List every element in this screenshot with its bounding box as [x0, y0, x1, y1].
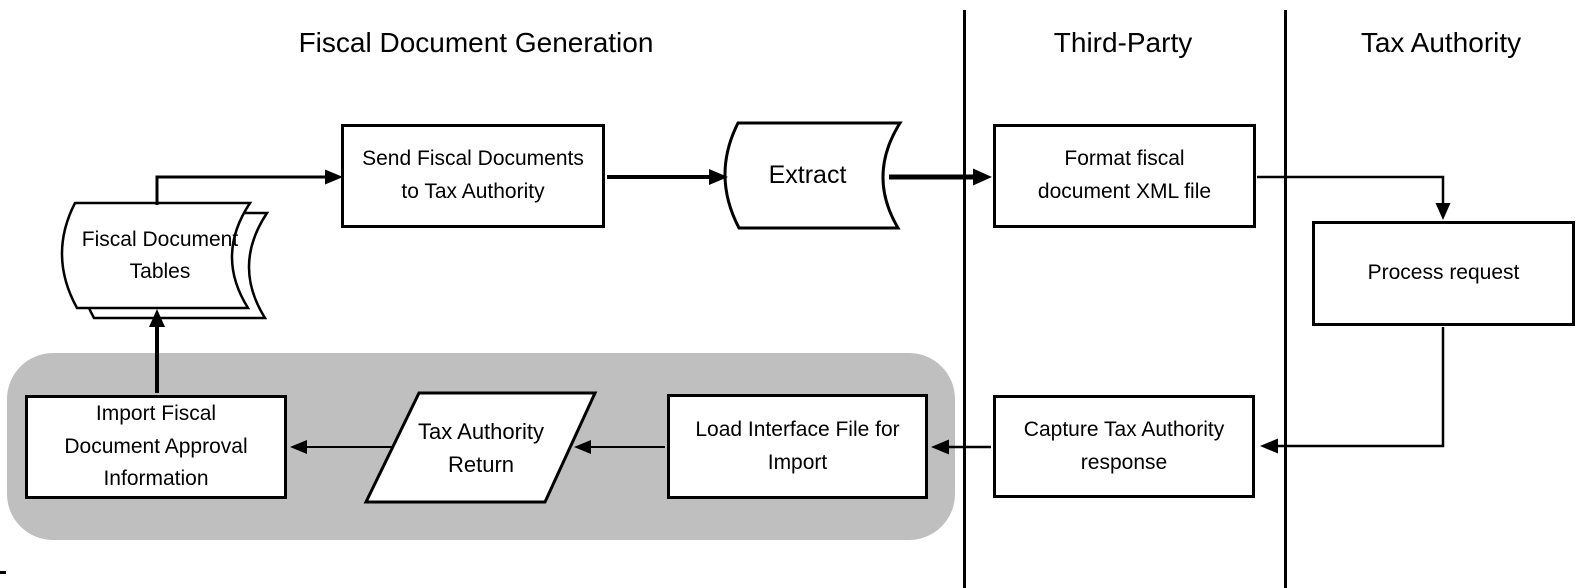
node-load-interface-file: Load Interface File for Import [667, 394, 928, 499]
tax-authority-return-shape [363, 391, 598, 504]
arrowhead-process-to-capture [1260, 438, 1278, 454]
arrowhead-capture-to-load [931, 439, 949, 455]
lane-divider-2 [1284, 10, 1287, 588]
lane-title-tax-authority: Tax Authority [1360, 27, 1522, 59]
connector-format-to-process [1257, 175, 1445, 206]
node-label-line: document XML file [1037, 180, 1212, 203]
lane-title-third-party: Third-Party [1053, 27, 1193, 59]
node-label-line: Capture Tax Authority [1023, 417, 1225, 441]
multi-document-front-page-shape [60, 201, 253, 310]
node-label-line: Format fiscal [1064, 147, 1185, 171]
node-import-fiscal-document-approval: Import Fiscal Document Approval Informat… [25, 395, 287, 499]
node-label-line: Send Fiscal Documents [362, 147, 584, 171]
node-capture-tax-authority-response: Capture Tax Authority response [993, 395, 1255, 498]
page-corner-mark [0, 571, 6, 574]
arrowhead-format-to-process [1435, 203, 1451, 220]
connector-process-to-capture [1277, 327, 1445, 448]
lane-title-fiscal-document-generation: Fiscal Document Generation [298, 27, 654, 59]
node-label-line: Load Interface File for [695, 417, 900, 441]
node-label-line: response [1080, 450, 1168, 474]
node-label-line: Document Approval [64, 434, 248, 458]
node-label-line: Import [767, 450, 828, 474]
node-label-line: Information [103, 467, 209, 491]
arrowhead-import-to-tables [149, 309, 165, 327]
lane-divider-1 [963, 10, 966, 588]
node-process-request: Process request [1312, 221, 1575, 326]
arrowhead-extract-to-format [973, 168, 992, 186]
arrowhead-load-to-return [574, 440, 591, 454]
node-send-fiscal-documents: Send Fiscal Documents to Tax Authority [341, 124, 605, 228]
node-label-line: Process request [1367, 261, 1520, 285]
connector-tables-to-send [155, 175, 329, 205]
arrowhead-send-to-extract [709, 169, 728, 185]
arrowhead-tables-to-send [325, 169, 343, 185]
extract-shape [723, 121, 903, 230]
arrowhead-return-to-import [290, 440, 307, 454]
node-format-fiscal-document: Format fiscal document XML file [993, 124, 1256, 228]
node-label-line: to Tax Authority [401, 180, 545, 203]
node-label-line: Import Fiscal [95, 402, 217, 426]
